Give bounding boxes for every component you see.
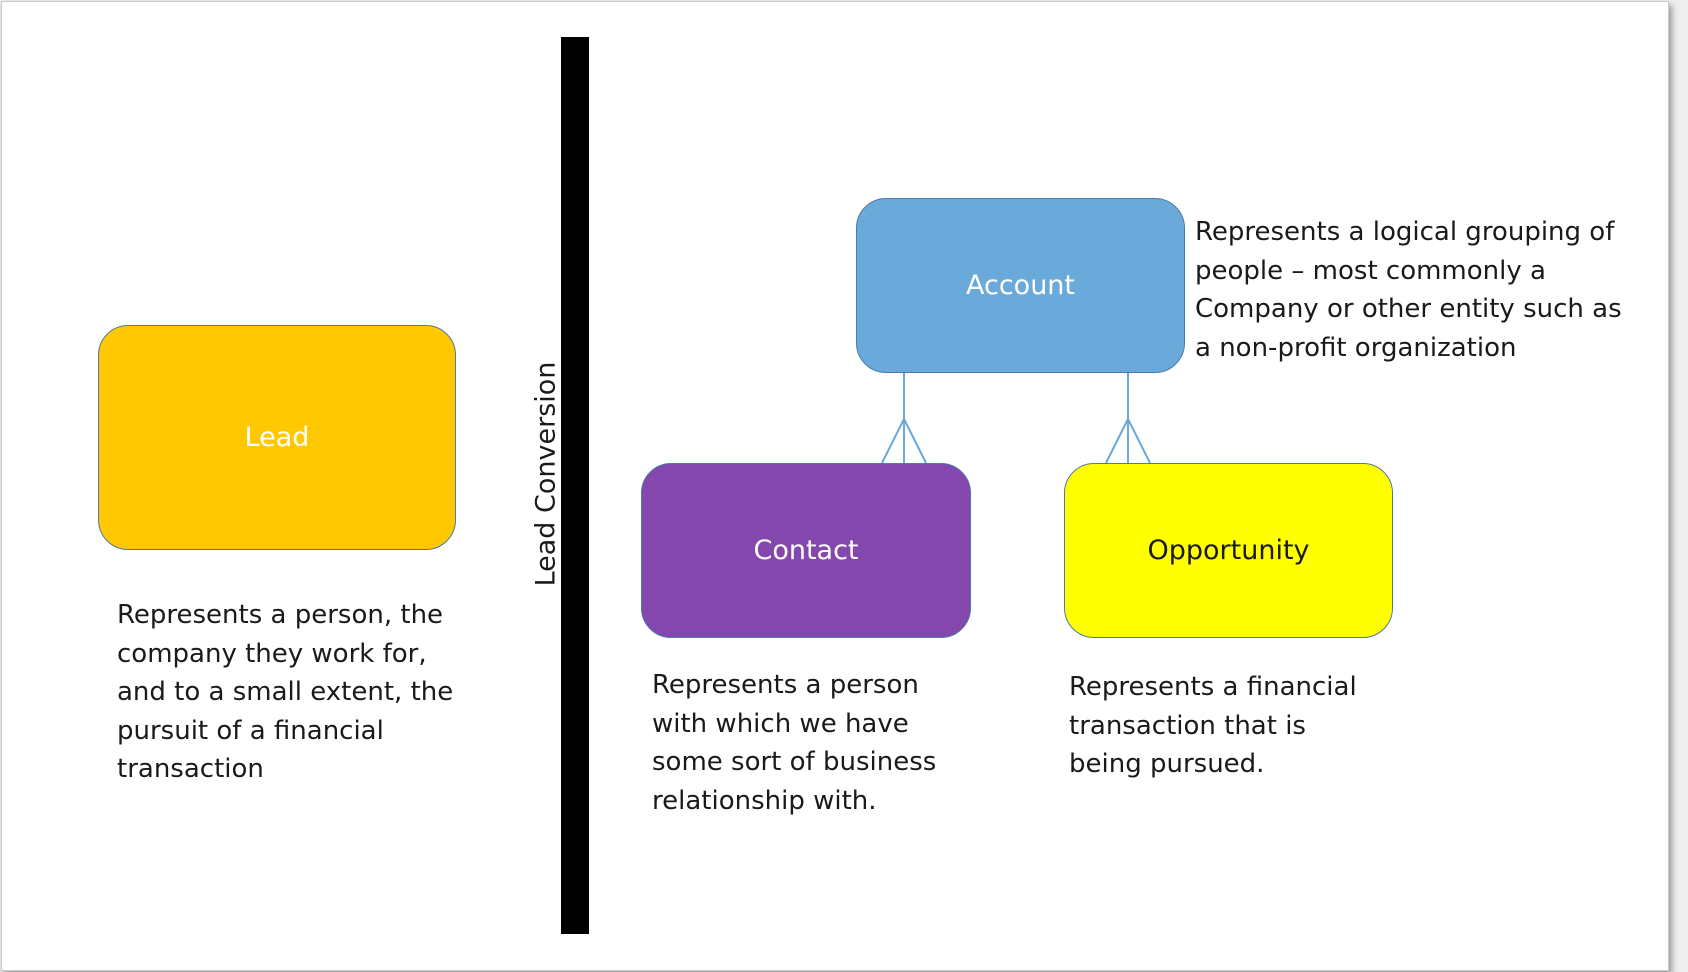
lead-node-label: Lead [244,422,310,453]
account-node: Account [856,198,1185,373]
account-node-label: Account [965,270,1075,301]
contact-node-label: Contact [753,535,859,566]
account-opportunity-crowsfoot-right [1127,418,1151,464]
account-description: Represents a logical grouping of people … [1195,217,1622,363]
contact-description: Represents a person with which we have s… [652,670,937,816]
opportunity-node: Opportunity [1064,463,1393,638]
lead-description: Represents a person, the company they wo… [117,600,454,784]
account-contact-crowsfoot-right [903,418,927,464]
contact-node: Contact [641,463,971,638]
account-contact-crowsfoot-left [881,418,905,464]
opportunity-description: Represents a financial transaction that … [1069,672,1357,779]
opportunity-node-label: Opportunity [1147,535,1310,566]
lead-node: Lead [98,325,456,550]
lead-conversion-divider [561,37,589,934]
account-opportunity-crowsfoot-left [1105,418,1129,464]
